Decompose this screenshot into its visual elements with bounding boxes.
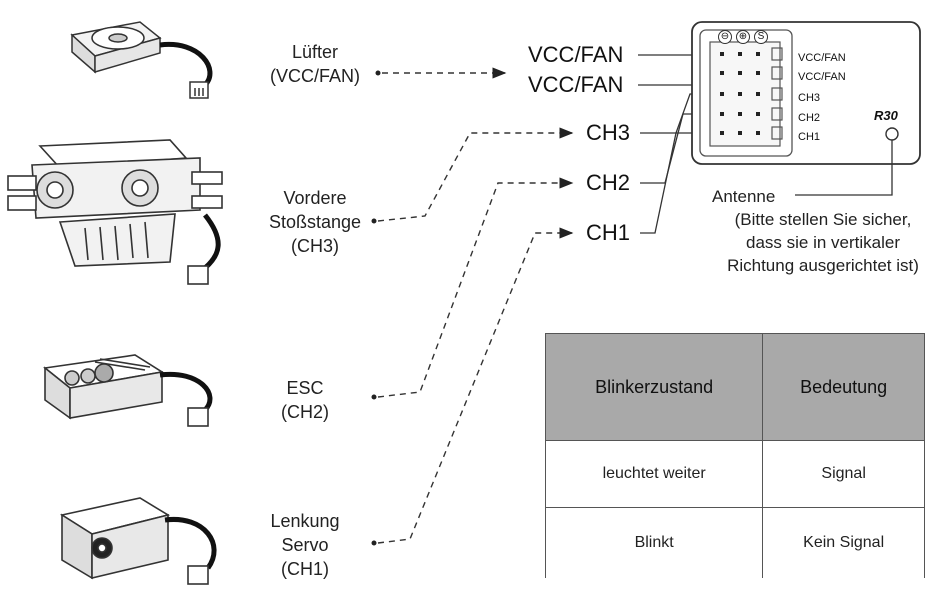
- fan-icon: [70, 21, 213, 99]
- channel-label-ch3: CH3: [586, 120, 631, 145]
- table-header: Bedeutung: [762, 333, 925, 441]
- receiver-model-label: R30: [874, 108, 898, 123]
- table-row: leuchtet weiter Signal: [544, 440, 925, 508]
- polarity-minus-icon: ⊖: [718, 30, 732, 44]
- channel-label-vcc-fan-1: VCC/FAN: [528, 42, 624, 67]
- table-cell: leuchtet weiter: [544, 440, 764, 508]
- receiver-port-label: CH2: [798, 112, 821, 124]
- antenna-port-icon: [885, 127, 899, 141]
- table-row: Blinkt Kein Signal: [544, 507, 925, 578]
- receiver-port-label: VCC/FAN: [798, 52, 846, 64]
- receiver-port-label: VCC/FAN: [798, 71, 846, 83]
- table-cell: Signal: [762, 440, 925, 508]
- antenna-note: (Bitte stellen Sie sicher,dass sie in ve…: [727, 210, 919, 275]
- bumper-icon: [7, 139, 223, 285]
- table-header: Blinkerzustand: [544, 333, 764, 441]
- antenna-title: Antenne: [712, 187, 776, 206]
- polarity-signal-icon: S: [754, 30, 768, 44]
- channel-label-ch2: CH2: [586, 170, 631, 195]
- label-fan: Lüfter(VCC/FAN): [270, 42, 360, 86]
- connector-dots: [371, 70, 381, 546]
- receiver-port-label: CH1: [798, 131, 821, 143]
- receiver-box: [691, 21, 921, 196]
- channel-label-vcc-fan-2: VCC/FAN: [528, 72, 624, 97]
- table-cell: Kein Signal: [762, 507, 925, 578]
- dashed-connectors: [377, 67, 574, 544]
- table-cell: Blinkt: [544, 507, 764, 578]
- servo-icon: [59, 497, 217, 585]
- channel-label-ch1: CH1: [586, 220, 631, 245]
- esc-icon: [43, 354, 213, 427]
- polarity-plus-icon: ⊕: [736, 30, 750, 44]
- label-esc: ESC(CH2): [281, 378, 329, 422]
- receiver-port-label: CH3: [798, 92, 821, 104]
- status-table: Blinkerzustand Bedeutung leuchtet weiter…: [544, 333, 925, 578]
